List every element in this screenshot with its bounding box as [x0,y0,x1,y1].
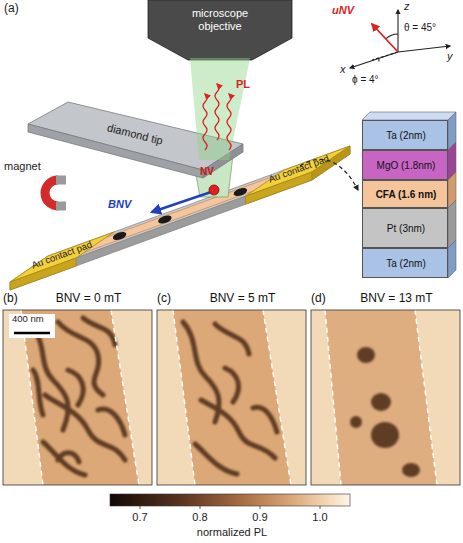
nv-center [209,185,219,195]
text-label: 0.8 [192,511,207,524]
magnet-symbol [45,176,66,211]
text-label: normalized PL [197,526,267,539]
domain-image [157,310,306,485]
node-label: BNV = 5 mT [179,292,306,306]
node-label: (c) [157,292,181,306]
layer-box: CFA (1.6 nm) [362,180,448,208]
layer-box: Ta (2nm) [362,248,448,278]
field-arrow [152,192,211,212]
node-label: BNV = 13 mT [333,292,460,306]
text-label: ϕ = 4° [352,74,379,86]
node-label: CFA (1.6 nm) [363,189,449,201]
node-label: BNV = 0 mT [25,292,152,306]
text-label: 1.0 [312,511,327,524]
text-label: BNV [108,198,131,211]
contact-pad: Au contact pad [10,232,115,292]
cfa-stripe [78,173,282,255]
node-outline [10,232,115,292]
text-label: θ = 45° [404,22,436,34]
node-label: (b) [3,292,27,306]
node-label: MgO (1.8nm) [363,160,449,172]
node-face [10,232,114,282]
node-face [148,0,292,60]
node-label: microscope objective [170,7,270,32]
text-label: x [340,63,346,76]
node-outline [245,146,351,206]
text-label: y [447,50,453,63]
node-label: Ta (2nm) [363,130,449,142]
node-label: Pt (3nm) [363,223,449,235]
node-label: (d) [311,292,335,306]
text-label: (a) [4,2,19,16]
layer-box: Pt (3nm) [362,208,448,248]
text-label: 0.7 [132,511,147,524]
text-label: PL [236,78,250,91]
text-label: magnet [4,160,41,173]
domain-image [3,310,152,485]
node-label: Ta (2nm) [363,258,449,270]
stack-faces [362,112,456,278]
colorbar [110,494,350,509]
nv-axis-arrow [372,24,398,52]
text-label: uNV [332,4,354,17]
layer-box: MgO (1.8nm) [362,150,448,180]
image-panel: (d)BNV = 13 mT [311,290,460,487]
text-label: 0.9 [252,511,267,524]
objective-lens: microscope objective [148,0,292,60]
domain-image [311,310,460,485]
contact-pad: Au contact pad [245,146,351,206]
axes [350,10,450,68]
image-panel: (c)BNV = 5 mT [157,290,306,487]
text-label: 400 nm [12,314,44,325]
node-face [246,146,350,196]
text-label: NV [200,166,214,178]
text-label: z [404,0,410,13]
layer-box: Ta (2nm) [362,120,448,150]
